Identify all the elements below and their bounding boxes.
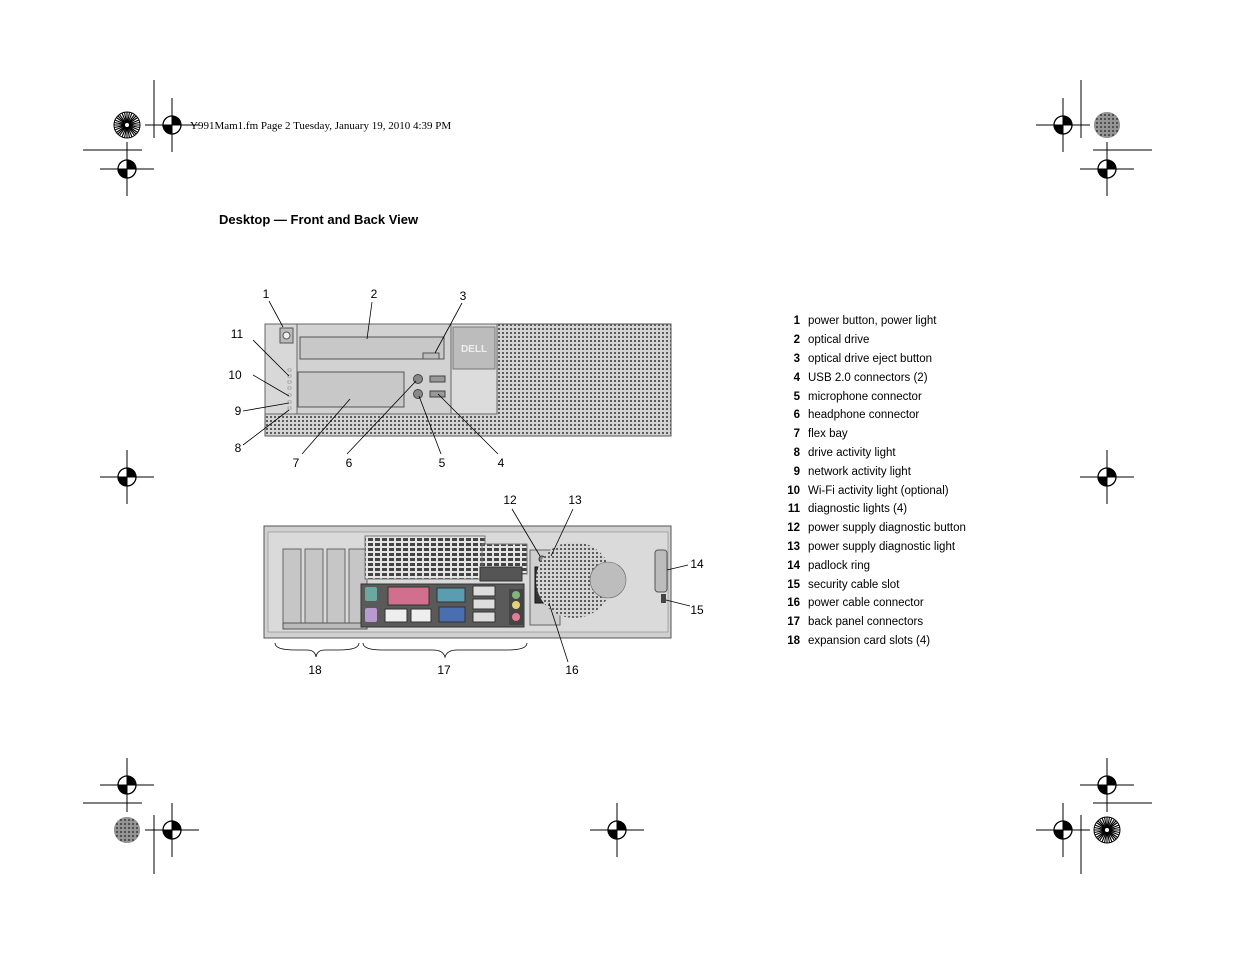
callout-8: 8 — [235, 441, 242, 455]
legend-label: back panel connectors — [808, 616, 924, 629]
legend-label: security cable slot — [808, 578, 900, 591]
callout-7: 7 — [293, 456, 300, 470]
legend-number: 9 — [793, 465, 800, 478]
legend-item: 10 Wi-Fi activity light (optional) — [780, 481, 1010, 500]
legend-number: 14 — [787, 559, 800, 572]
legend-item: 4 USB 2.0 connectors (2) — [780, 368, 1010, 387]
callout-2: 2 — [371, 287, 378, 301]
callout-6: 6 — [346, 456, 353, 470]
legend-label: flex bay — [808, 428, 848, 441]
callout-4: 4 — [498, 456, 505, 470]
legend-item: 11 diagnostic lights (4) — [780, 500, 1010, 519]
component-legend: 1 power button, power light 2 optical driv… — [780, 312, 1010, 650]
legend-number: 3 — [793, 352, 800, 365]
callout-14: 14 — [690, 557, 704, 571]
legend-item: 8 drive activity light — [780, 444, 1010, 463]
legend-label: padlock ring — [808, 559, 871, 572]
callout-13: 13 — [568, 493, 582, 507]
file-info-header: Y991Mam1.fm Page 2 Tuesday, January 19, … — [190, 120, 452, 132]
legend-number: 5 — [793, 390, 800, 403]
legend-item: 18 expansion card slots (4) — [780, 632, 1010, 651]
callout-9: 9 — [235, 404, 242, 418]
flex-bay — [297, 371, 405, 408]
legend-label: headphone connector — [808, 409, 920, 422]
eject-button — [422, 352, 440, 360]
callout-11: 11 — [231, 327, 244, 341]
legend-number: 11 — [787, 503, 800, 516]
legend-label: power supply diagnostic button — [808, 522, 966, 535]
legend-item: 2 optical drive — [780, 331, 1010, 350]
legend-label: Wi-Fi activity light (optional) — [808, 484, 949, 497]
optical-drive — [299, 336, 445, 360]
legend-number: 16 — [787, 597, 800, 610]
legend-number: 12 — [787, 522, 800, 535]
callout-17: 17 — [437, 663, 451, 677]
legend-label: power supply diagnostic light — [808, 540, 956, 553]
section-title: Desktop — Front and Back View — [219, 212, 419, 227]
legend-number: 17 — [787, 616, 800, 629]
legend-number: 18 — [787, 634, 800, 647]
legend-item: 16 power cable connector — [780, 594, 1010, 613]
callout-1: 1 — [263, 287, 270, 301]
legend-number: 10 — [787, 484, 800, 497]
legend-number: 4 — [793, 371, 800, 384]
legend-number: 6 — [793, 409, 800, 422]
legend-label: network activity light — [808, 465, 911, 478]
legend-item: 6 headphone connector — [780, 406, 1010, 425]
legend-label: power cable connector — [808, 597, 924, 610]
front-view-illustration: DELL 1 2 3 4 5 6 7 8 9 10 11 — [228, 287, 672, 470]
legend-number: 2 — [793, 334, 800, 347]
callout-3: 3 — [460, 289, 467, 303]
callout-10: 10 — [228, 368, 242, 382]
legend-number: 7 — [793, 428, 800, 441]
legend-label: optical drive eject button — [808, 352, 933, 365]
legend-item: 12 power supply diagnostic button — [780, 519, 1010, 538]
legend-item: 15 security cable slot — [780, 575, 1010, 594]
dell-logo: DELL — [461, 344, 487, 355]
back-view-illustration: 12 13 14 15 16 17 18 — [263, 493, 704, 677]
callout-18: 18 — [308, 663, 322, 677]
legend-number: 8 — [793, 446, 800, 459]
legend-item: 3 optical drive eject button — [780, 350, 1010, 369]
legend-item: 13 power supply diagnostic light — [780, 538, 1010, 557]
legend-label: microphone connector — [808, 390, 922, 403]
legend-item: 1 power button, power light — [780, 312, 1010, 331]
legend-item: 14 padlock ring — [780, 556, 1010, 575]
legend-number: 13 — [787, 540, 800, 553]
legend-label: expansion card slots (4) — [808, 634, 931, 647]
legend-label: diagnostic lights (4) — [808, 503, 908, 516]
legend-item: 7 flex bay — [780, 425, 1010, 444]
legend-item: 17 back panel connectors — [780, 613, 1010, 632]
callout-12: 12 — [503, 493, 517, 507]
legend-item: 5 microphone connector — [780, 387, 1010, 406]
callout-15: 15 — [690, 603, 704, 617]
legend-label: power button, power light — [808, 315, 937, 328]
legend-label: optical drive — [808, 334, 870, 347]
legend-label: drive activity light — [808, 446, 896, 459]
callout-16: 16 — [565, 663, 579, 677]
legend-label: USB 2.0 connectors (2) — [808, 371, 928, 384]
legend-item: 9 network activity light — [780, 462, 1010, 481]
legend-number: 15 — [787, 578, 800, 591]
legend-number: 1 — [793, 315, 800, 328]
callout-5: 5 — [439, 456, 446, 470]
